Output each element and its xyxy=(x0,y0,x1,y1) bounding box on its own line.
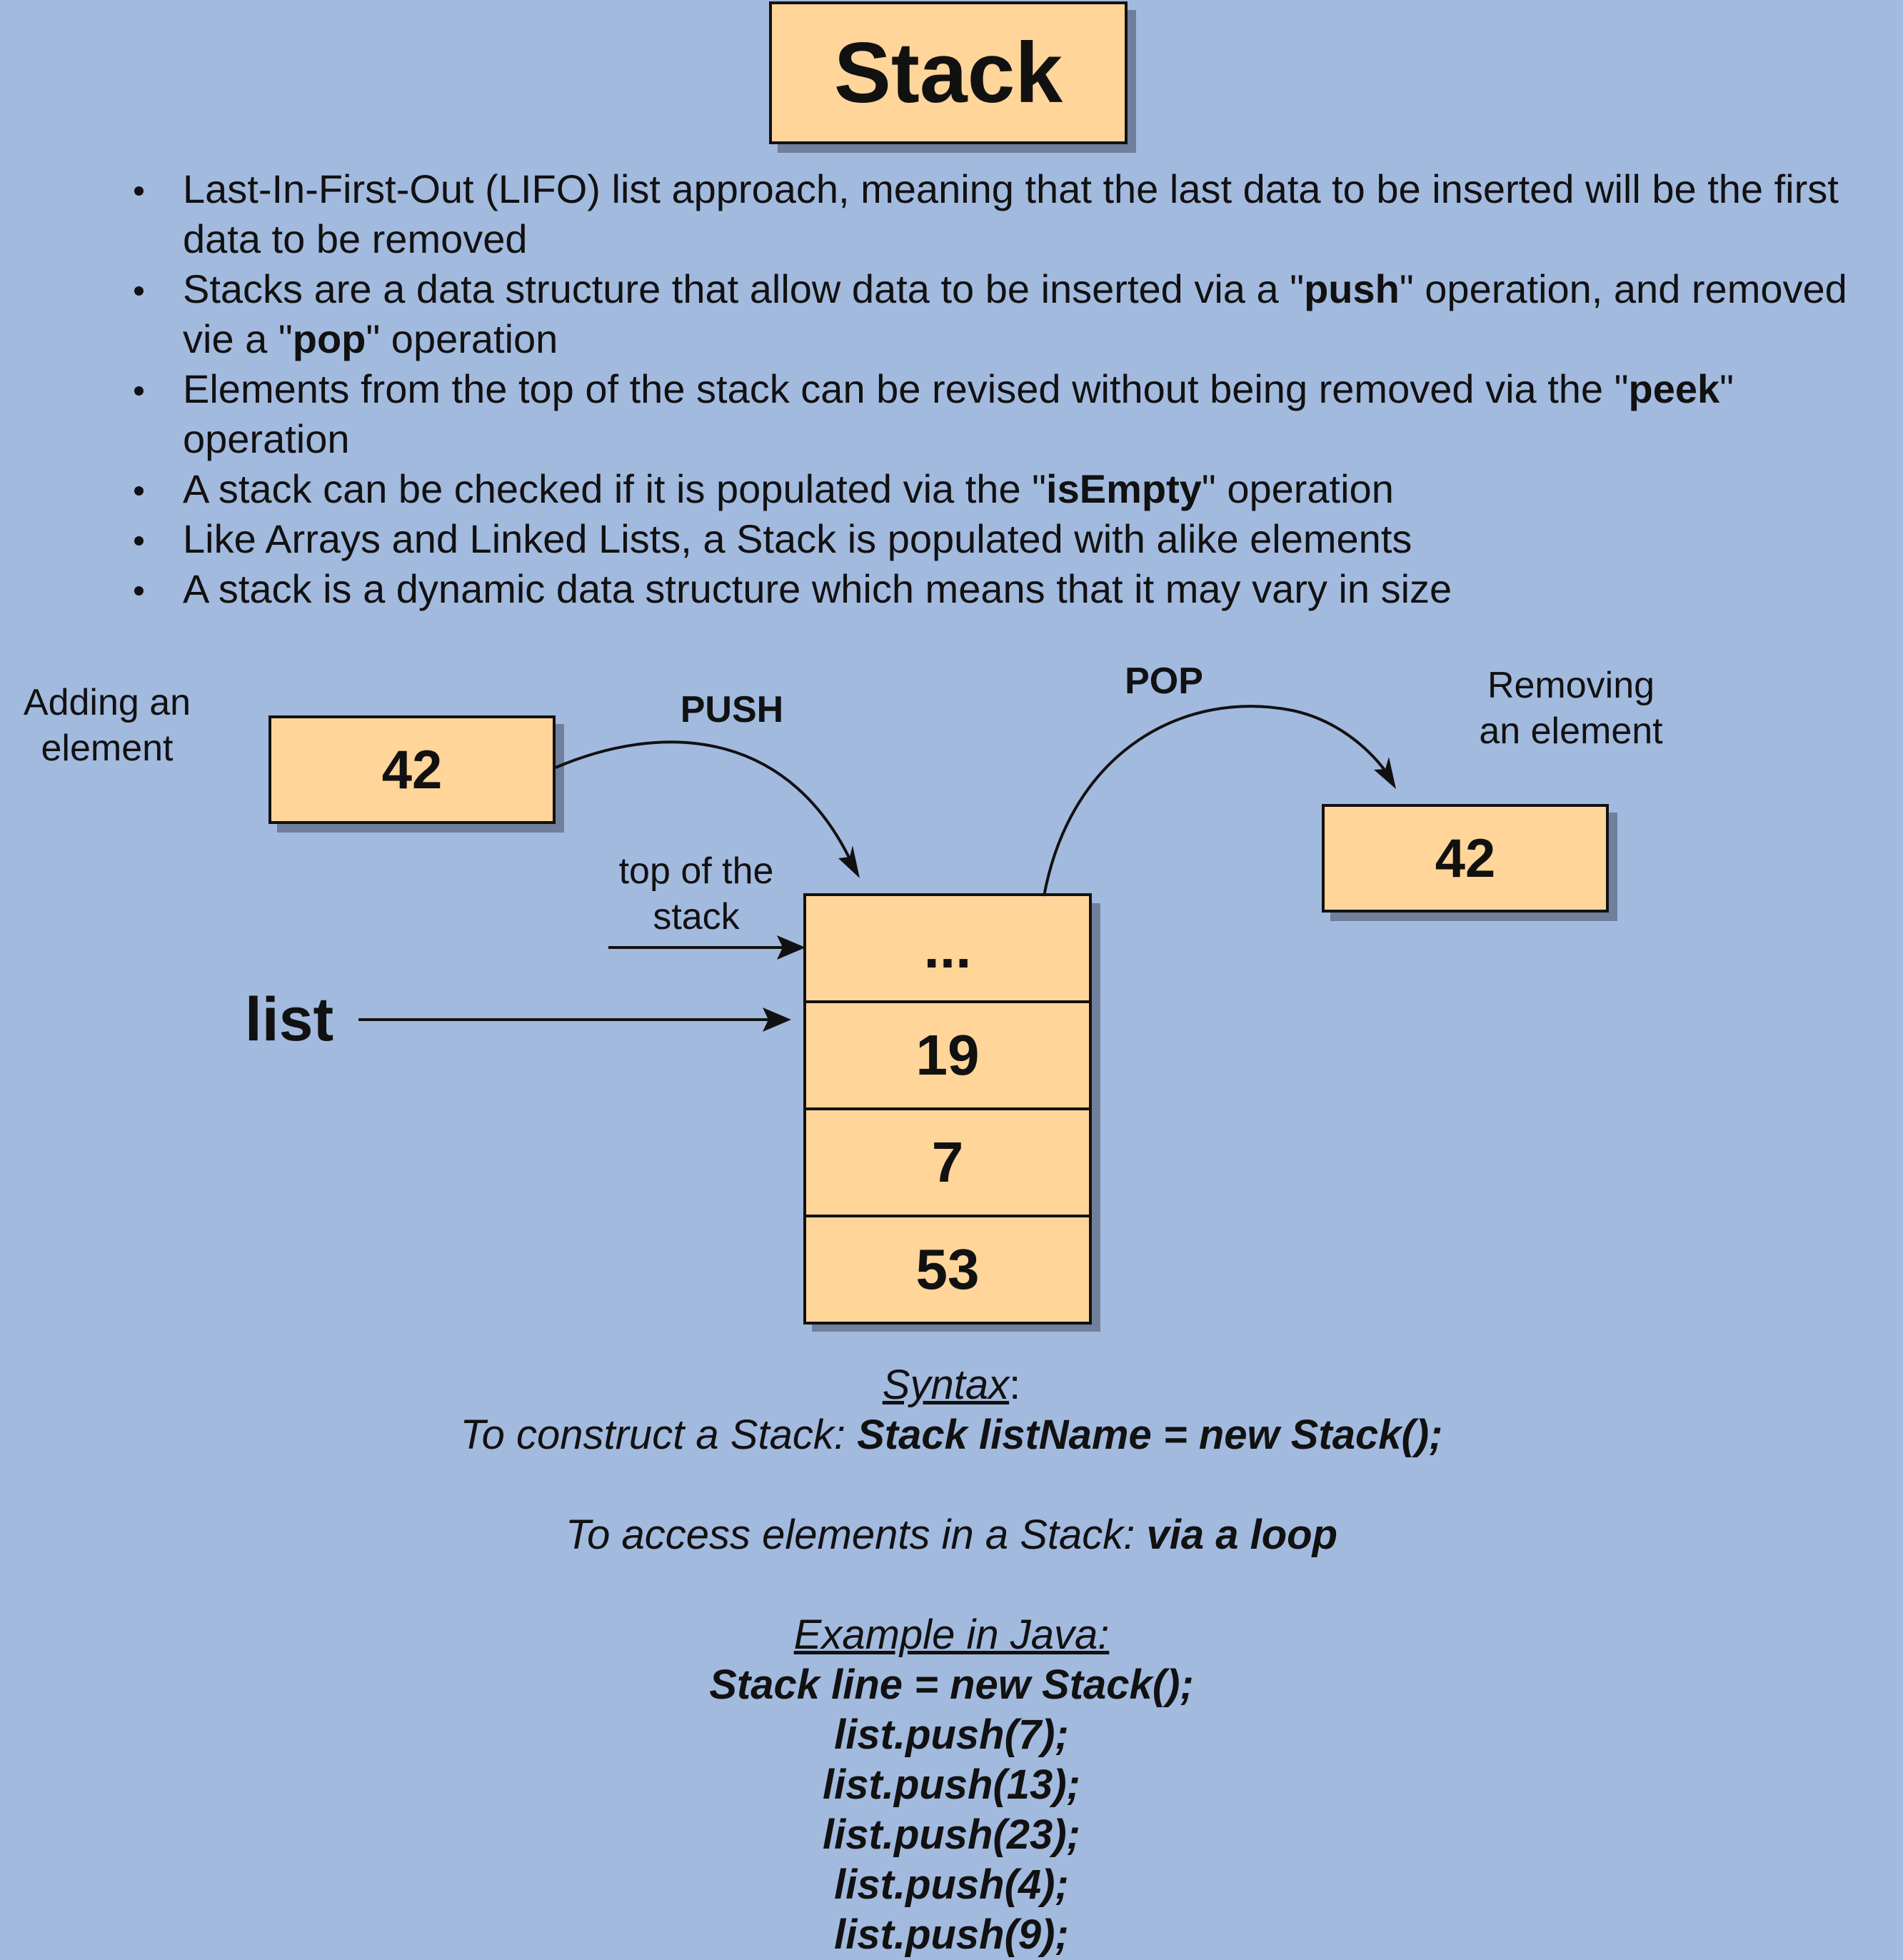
pop-arrow xyxy=(1043,705,1394,897)
adding-label-line: element xyxy=(41,728,174,769)
push-label: PUSH xyxy=(680,689,784,730)
top-arrowhead xyxy=(777,935,805,960)
bullet-text: A stack can be checked if it is populate… xyxy=(183,466,1047,511)
list-label: list xyxy=(244,985,334,1054)
pop-element-box: 42 xyxy=(1322,804,1609,913)
stack-cell-value: 53 xyxy=(915,1237,980,1301)
construct-line: To construct a Stack: Stack listName = n… xyxy=(0,1410,1903,1460)
bullet-list: Last-In-First-Out (LIFO) list approach, … xyxy=(127,164,1891,614)
adding-label-line: Adding an xyxy=(23,682,191,723)
removing-label-line: Removing xyxy=(1487,665,1655,706)
construct-prefix: To construct a Stack: xyxy=(460,1412,858,1458)
access-prefix: To access elements in a Stack: xyxy=(566,1512,1147,1558)
access-line: To access elements in a Stack: via a loo… xyxy=(0,1510,1903,1560)
removing-element-label: Removing an element xyxy=(1457,663,1685,754)
stack-cell-value: 7 xyxy=(931,1130,964,1194)
removing-label-line: an element xyxy=(1479,710,1663,752)
bullet-text: Last-In-First-Out (LIFO) list approach, … xyxy=(183,166,1839,261)
bullet-item: Stacks are a data structure that allow d… xyxy=(127,264,1891,364)
example-code-line: list.push(9); xyxy=(834,1911,1069,1958)
bullet-item: A stack is a dynamic data structure whic… xyxy=(127,564,1891,614)
push-element-value: 42 xyxy=(381,739,443,800)
bullet-text: " operation xyxy=(366,316,558,361)
bullet-text: A stack is a dynamic data structure whic… xyxy=(183,566,1452,611)
list-arrowhead xyxy=(763,1007,791,1032)
stack-cell: 7 xyxy=(803,1107,1092,1217)
push-element-box: 42 xyxy=(268,715,556,824)
pop-element-value: 42 xyxy=(1435,828,1496,889)
adding-element-label: Adding an element xyxy=(7,680,207,771)
bullet-text: Like Arrays and Linked Lists, a Stack is… xyxy=(183,516,1412,561)
example-code-line: list.push(13); xyxy=(823,1762,1080,1808)
construct-code: Stack listName = new Stack(); xyxy=(857,1412,1443,1458)
bullet-keyword: isEmpty xyxy=(1046,466,1202,511)
bullet-text: Elements from the top of the stack can b… xyxy=(183,366,1629,411)
title-box: Stack xyxy=(769,1,1128,144)
syntax-heading: Syntax: xyxy=(0,1360,1903,1410)
bullet-keyword: pop xyxy=(292,316,366,361)
bullet-keyword: push xyxy=(1304,266,1400,311)
stack-cell: 53 xyxy=(803,1215,1092,1325)
example-code-line: list.push(7); xyxy=(834,1712,1069,1758)
push-arrowhead xyxy=(838,845,860,878)
example-heading: Example in Java: xyxy=(0,1610,1903,1660)
top-of-stack-label: top of the stack xyxy=(586,848,807,940)
bullet-text: Stacks are a data structure that allow d… xyxy=(183,266,1305,311)
stack-cell-value: 19 xyxy=(915,1023,980,1087)
example-code-line: Stack line = new Stack(); xyxy=(709,1662,1194,1708)
stack-cell: ... xyxy=(803,893,1092,1003)
example-code-line: list.push(23); xyxy=(823,1811,1080,1858)
bullet-keyword: peek xyxy=(1628,366,1720,411)
example-code-line: list.push(4); xyxy=(834,1861,1069,1908)
access-code: via a loop xyxy=(1146,1512,1337,1558)
top-label-line: stack xyxy=(653,896,740,938)
bullet-item: Elements from the top of the stack can b… xyxy=(127,364,1891,464)
pop-label: POP xyxy=(1125,660,1203,702)
bullet-item: Like Arrays and Linked Lists, a Stack is… xyxy=(127,514,1891,564)
syntax-heading-text: Syntax xyxy=(882,1362,1010,1408)
bullet-item: Last-In-First-Out (LIFO) list approach, … xyxy=(127,164,1891,264)
bullet-text: " operation xyxy=(183,366,1734,461)
syntax-heading-colon: : xyxy=(1009,1362,1021,1408)
example-heading-text: Example in Java: xyxy=(793,1612,1110,1658)
bullet-text: " operation xyxy=(1201,466,1394,511)
stack-cell: 19 xyxy=(803,1000,1092,1110)
page-title: Stack xyxy=(833,25,1063,121)
push-arrow xyxy=(555,740,857,872)
pop-arrowhead xyxy=(1374,757,1396,789)
stack-cell-value: ... xyxy=(923,916,972,980)
bullet-item: A stack can be checked if it is populate… xyxy=(127,464,1891,514)
bullet-text: " operation, and removed vie a " xyxy=(183,266,1847,361)
top-label-line: top of the xyxy=(618,850,774,892)
